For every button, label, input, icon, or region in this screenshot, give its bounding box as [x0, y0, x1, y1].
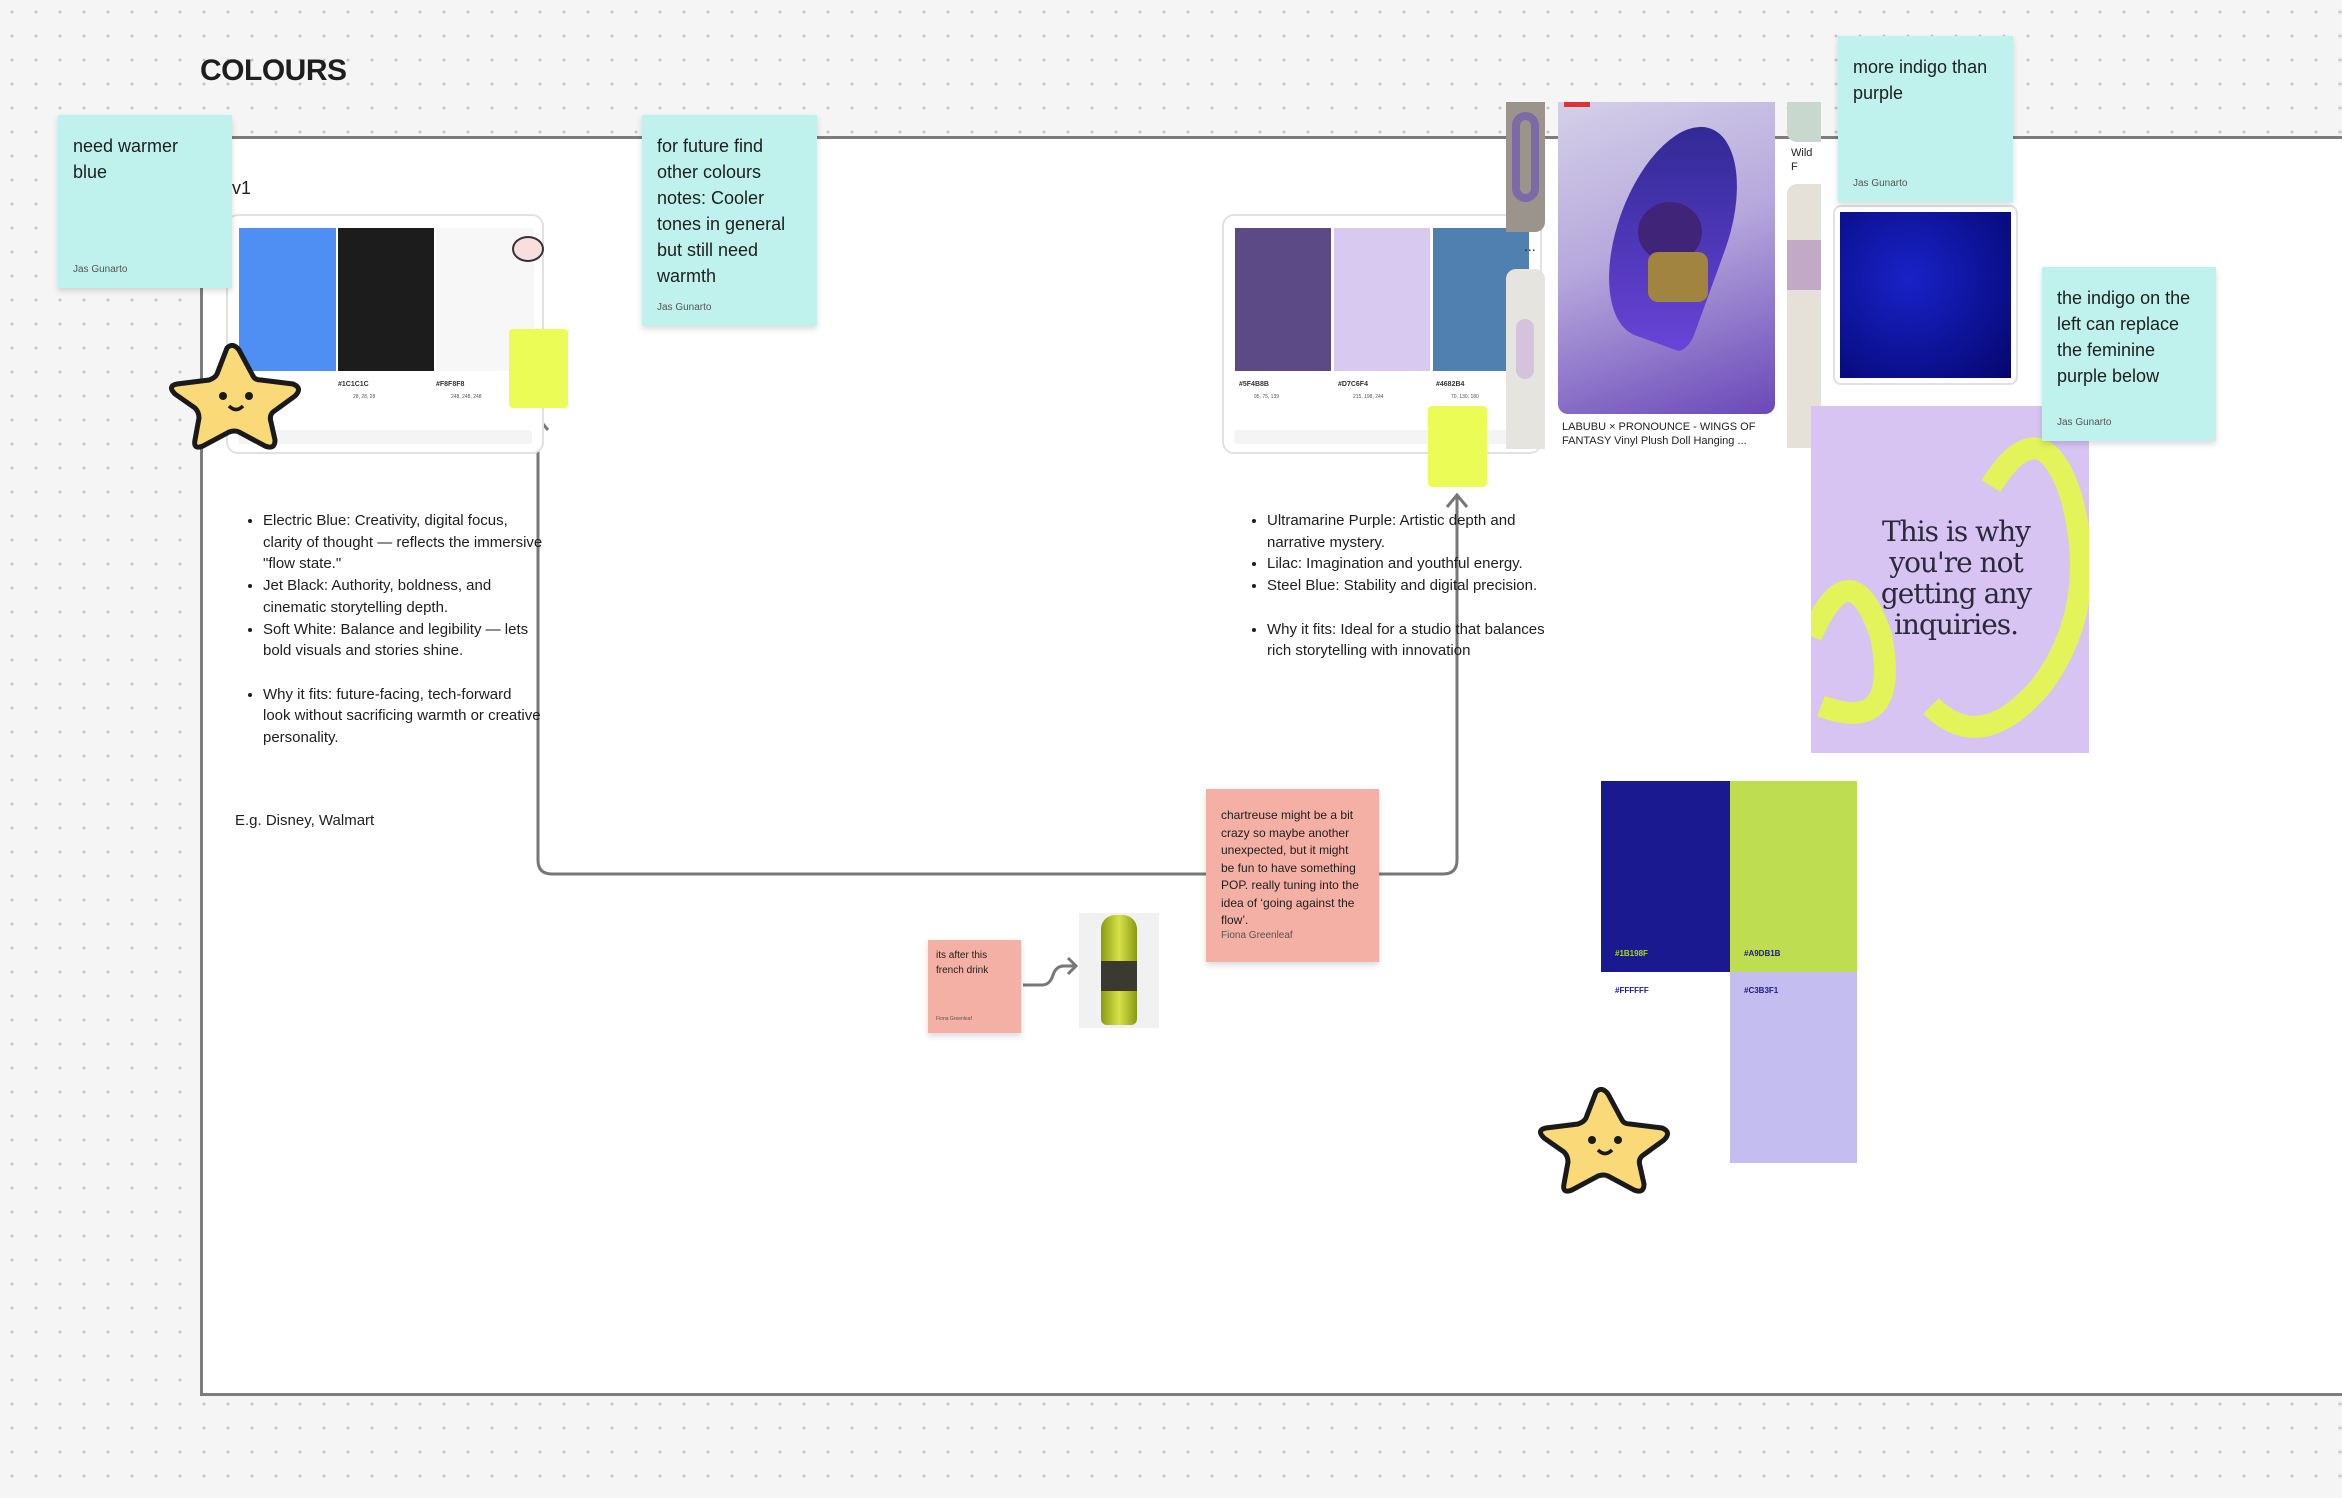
sticky-note[interactable]: chartreuse might be a bit crazy so maybe… — [1206, 789, 1379, 962]
indigo-texture-image — [1840, 212, 2011, 378]
sticky-author: Jas Gunarto — [657, 302, 712, 313]
labubu-image[interactable] — [1558, 102, 1775, 414]
swatch-hex: #A9DB1B — [1744, 949, 1781, 958]
sticky-author: Fiona Greenleaf — [1221, 930, 1293, 941]
indigo-image-card[interactable] — [1833, 205, 2018, 385]
note-item: Why it fits: future-facing, tech-forward… — [263, 684, 543, 749]
pin-caption-partial[interactable]: Wild F Potter — [1791, 147, 1820, 176]
swatch-lilac-2[interactable]: #C3B3F1 — [1730, 972, 1857, 1163]
chartreuse-swatch[interactable] — [1428, 406, 1487, 487]
sticky-author: Jas Gunarto — [73, 264, 128, 275]
pinterest-image-partial[interactable] — [1506, 269, 1545, 449]
poster-text: This is why you're not getting any inqui… — [1880, 515, 2032, 641]
sticky-text: the indigo on the left can replace the f… — [2057, 288, 2191, 386]
sticky-note[interactable]: for future find other colours notes: Coo… — [642, 115, 817, 326]
swatch-ultramarine-purple — [1235, 228, 1331, 371]
swatch-hex: #C3B3F1 — [1744, 986, 1779, 995]
sticky-text: its after this french drink — [936, 950, 989, 976]
swatch-lilac — [1334, 228, 1430, 371]
notes-left-list: Electric Blue: Creativity, digital focus… — [243, 510, 543, 749]
swatch-indigo[interactable]: #1B198F — [1601, 781, 1730, 972]
note-item: Jet Black: Authority, boldness, and cine… — [263, 575, 543, 618]
dumpling-sticker-icon — [512, 236, 544, 262]
star-sticker-icon — [1538, 1086, 1670, 1194]
swatch-electric-blue — [239, 228, 336, 371]
swatch-rgb: 95, 75, 139 — [1254, 394, 1280, 400]
card-footer — [238, 430, 532, 444]
sticky-text: need warmer blue — [73, 136, 179, 182]
swatch-hex: #F8F8F8 — [436, 381, 465, 388]
palette-card-1[interactable]: #1C1C1C 28, 28, 28 #F8F8F8 248, 248, 248 — [226, 214, 544, 454]
inquiries-poster-image[interactable]: This is why you're not getting any inqui… — [1811, 406, 2089, 753]
swatch-hex: #5F4B8B — [1239, 381, 1269, 388]
swatch-hex: #FFFFFF — [1615, 986, 1649, 995]
example-text: E.g. Disney, Walmart — [235, 812, 375, 829]
swatch-chartreuse[interactable]: #A9DB1B — [1730, 781, 1857, 972]
sticky-author: Jas Gunarto — [2057, 417, 2112, 428]
swatch-hex: #1C1C1C — [338, 381, 369, 388]
swatch-hex: #D7C6F4 — [1338, 381, 1368, 388]
swatch-hex: #4682B4 — [1436, 381, 1465, 388]
note-item: Electric Blue: Creativity, digital focus… — [263, 510, 543, 575]
sticky-note[interactable]: the indigo on the left can replace the f… — [2042, 267, 2216, 441]
doll-figure — [1648, 252, 1708, 302]
note-item: Steel Blue: Stability and digital precis… — [1267, 575, 1547, 597]
note-item: Ultramarine Purple: Artistic depth and n… — [1267, 510, 1547, 553]
sticky-text: chartreuse might be a bit crazy so maybe… — [1221, 808, 1359, 927]
bottle-label — [1101, 961, 1137, 991]
arrowhead-icon — [1445, 492, 1469, 508]
swatch-rgb: 28, 28, 28 — [353, 394, 376, 400]
note-item: Lilac: Imagination and youthful energy. — [1267, 553, 1547, 575]
frame-label: v1 — [232, 178, 252, 198]
board-title: COLOURS — [200, 54, 347, 87]
swatch-rgb: 215, 198, 244 — [1353, 394, 1384, 400]
swatch-rgb: 248, 248, 248 — [451, 394, 482, 400]
sticky-author: Jas Gunarto — [1853, 178, 1908, 189]
badge — [1564, 102, 1590, 107]
chartreuse-swatch[interactable] — [509, 329, 568, 408]
swatch-rgb: 70, 130, 180 — [1451, 394, 1479, 400]
sticky-text: more indigo than purple — [1853, 57, 1988, 103]
notes-right-list: Ultramarine Purple: Artistic depth and n… — [1247, 510, 1547, 662]
squiggle-arrow-icon — [1023, 956, 1079, 987]
more-options-icon[interactable]: ... — [1524, 238, 1536, 254]
sticky-text: for future find other colours notes: Coo… — [657, 136, 786, 286]
note-item: Soft White: Balance and legibility — let… — [263, 619, 543, 662]
squiggle-graphic — [1811, 437, 2089, 738]
connector-arrow — [536, 420, 1459, 876]
chartreuse-bottle-image[interactable] — [1079, 913, 1159, 1028]
star-sticker-icon — [169, 342, 301, 450]
palette-card-2[interactable]: #5F4B8B 95, 75, 139 #D7C6F4 215, 198, 24… — [1222, 214, 1542, 454]
sticky-author: Fiona Greenleaf — [936, 1016, 972, 1022]
swatch-jet-black — [338, 228, 434, 371]
note-item: Why it fits: Ideal for a studio that bal… — [1267, 619, 1547, 662]
swatch-hex: #1B198F — [1615, 949, 1648, 958]
pinterest-image-partial[interactable] — [1787, 184, 1821, 448]
pinterest-image-partial[interactable] — [1506, 102, 1545, 232]
pinterest-image-partial[interactable] — [1787, 102, 1821, 142]
pin-caption[interactable]: LABUBU × PRONOUNCE - WINGS OF FANTASY Vi… — [1562, 421, 1756, 447]
